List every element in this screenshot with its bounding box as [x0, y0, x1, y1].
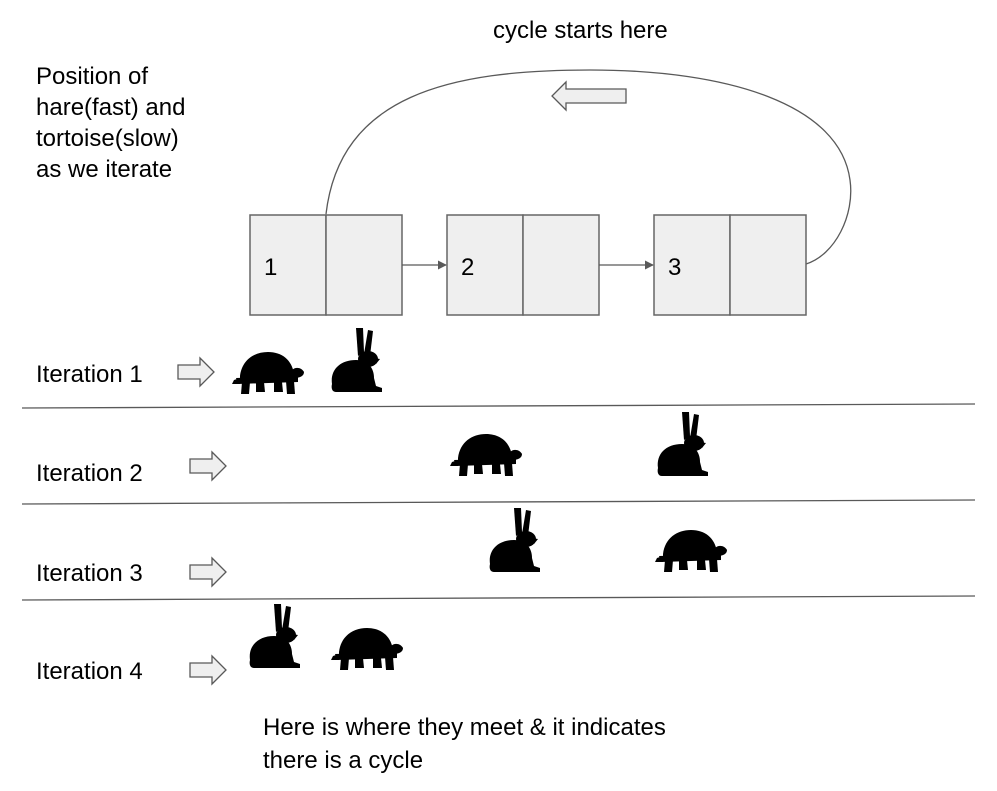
tortoise-icon	[331, 628, 403, 670]
caption-line: as we iterate	[36, 156, 172, 183]
hare-icon	[249, 604, 300, 668]
iteration-label: Iteration 2	[36, 460, 143, 487]
tortoise-icon	[655, 530, 727, 572]
caption-line: Position of	[36, 63, 148, 90]
iteration-label: Iteration 1	[36, 361, 143, 388]
cycle-edge	[325, 69, 852, 265]
iteration-row-1: Iteration 1	[36, 328, 382, 394]
row-separator	[21, 403, 976, 409]
cycle-label: cycle starts here	[493, 17, 668, 44]
iteration-label: Iteration 4	[36, 658, 143, 685]
node-value-cell	[249, 214, 327, 316]
list-node-3: 3	[653, 214, 807, 316]
right-arrow-icon	[189, 450, 227, 482]
node-value-cell	[653, 214, 731, 316]
right-arrow-icon	[189, 654, 227, 686]
left-arrow-icon	[551, 80, 627, 112]
iteration-row-4: Iteration 4	[36, 604, 403, 686]
right-arrow-icon	[177, 356, 215, 388]
node-pointer-cell	[522, 214, 600, 316]
node-pointer-cell	[729, 214, 807, 316]
right-arrow-icon	[189, 556, 227, 588]
list-node-1: 1	[249, 214, 403, 316]
node-value-cell	[446, 214, 524, 316]
conclusion-line: Here is where they meet & it indicates	[263, 714, 666, 741]
node-label: 1	[264, 254, 277, 281]
iteration-row-3: Iteration 3	[36, 508, 727, 588]
tortoise-icon	[232, 352, 304, 394]
caption-line: hare(fast) and	[36, 94, 185, 121]
node-pointer-cell	[325, 214, 403, 316]
node-label: 2	[461, 254, 474, 281]
hare-icon	[489, 508, 540, 572]
tortoise-icon	[450, 434, 522, 476]
row-separator	[21, 595, 976, 601]
node-label: 3	[668, 254, 681, 281]
hare-icon	[331, 328, 382, 392]
caption-line: tortoise(slow)	[36, 125, 179, 152]
list-node-2: 2	[446, 214, 600, 316]
conclusion-line: there is a cycle	[263, 747, 423, 774]
iteration-row-2: Iteration 2	[36, 412, 708, 487]
iteration-label: Iteration 3	[36, 560, 143, 587]
row-separator	[21, 499, 976, 505]
hare-icon	[657, 412, 708, 476]
